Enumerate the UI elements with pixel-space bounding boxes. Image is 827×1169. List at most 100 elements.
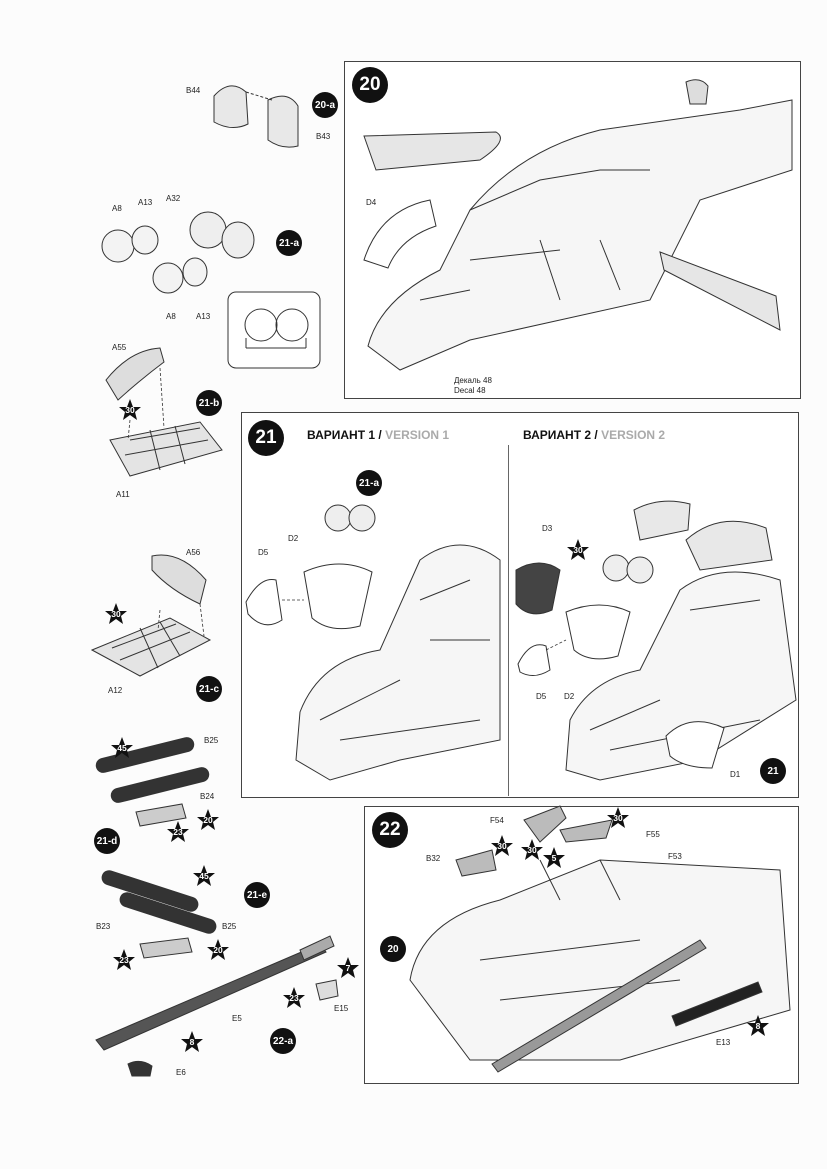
part-b43-shape <box>267 95 299 148</box>
color-callout-20-a: 20 <box>196 808 220 832</box>
label-d3: D3 <box>542 524 553 533</box>
step-21-badge: 21 <box>248 420 284 456</box>
color-callout-30-c: 30 <box>566 538 590 562</box>
part-a8-shape-2 <box>152 262 184 294</box>
step-20-badge: 20 <box>352 67 388 103</box>
label-decal-en: Decal 48 <box>454 386 486 395</box>
part-ring-shape <box>221 221 255 259</box>
subassembly-21-b-badge: 21-b <box>196 390 222 416</box>
color-callout-7: 7 <box>336 956 360 980</box>
part-d1-shape <box>665 721 725 769</box>
part-a12-shape <box>90 617 212 677</box>
label-d5-1: D5 <box>258 548 269 557</box>
label-a13-1: A13 <box>138 198 153 207</box>
part-e15-shape <box>315 979 339 1001</box>
color-callout-30-d: 30 <box>606 806 630 830</box>
part-a11-shape <box>109 421 223 477</box>
label-decal-ru: Декаль 48 <box>454 376 492 385</box>
version-2-title: ВАРИАНТ 2 / VERSION 2 <box>523 428 665 442</box>
version-1-title: ВАРИАНТ 1 / VERSION 1 <box>307 428 449 442</box>
part-d4-shape <box>363 199 437 269</box>
step-21-divider <box>508 445 509 796</box>
subassembly-22-a-badge: 22-a <box>270 1028 296 1054</box>
part-b24-shape <box>110 767 210 803</box>
color-callout-30-a: 30 <box>118 398 142 422</box>
label-a32: A32 <box>166 194 181 203</box>
version-2-en: VERSION 2 <box>601 428 666 442</box>
step-20-wing-part <box>363 131 501 171</box>
label-a8-2: A8 <box>166 312 176 321</box>
label-d1: D1 <box>730 770 741 779</box>
part-b25-shape-1 <box>95 737 195 773</box>
color-callout-45-b: 45 <box>192 864 216 888</box>
subassembly-21-a-badge: 21-a <box>276 230 302 256</box>
part-f55-shape <box>559 819 613 843</box>
color-callout-8-a: 8 <box>180 1030 204 1054</box>
part-e13-shape <box>671 981 763 1027</box>
step-22-badge: 22 <box>372 812 408 848</box>
label-a56: A56 <box>186 548 201 557</box>
label-b23: B23 <box>96 922 111 931</box>
part-d2-shape-2 <box>565 604 631 660</box>
step-20-fuselage <box>367 99 793 371</box>
color-callout-30-e: 30 <box>490 834 514 858</box>
label-d2-2: D2 <box>564 692 575 701</box>
ref-20-badge: 20 <box>380 936 406 962</box>
step-21-v2-fuselage <box>565 571 797 781</box>
color-callout-30-b: 30 <box>104 602 128 626</box>
subassembly-21-e-badge: 21-e <box>244 882 270 908</box>
color-callout-30-f: 30 <box>520 838 544 862</box>
label-b25-1: B25 <box>204 736 219 745</box>
label-d5-2: D5 <box>536 692 547 701</box>
part-e5-shape <box>95 943 327 1051</box>
part-a13-shape-2 <box>182 257 208 287</box>
label-b32: B32 <box>426 854 441 863</box>
part-a56-shape <box>151 554 207 605</box>
color-callout-23-c: 23 <box>282 986 306 1010</box>
part-b23-shape <box>119 892 217 934</box>
label-a11: A11 <box>116 490 130 499</box>
detail-inset-box <box>227 291 321 369</box>
part-a13-shape-1 <box>131 225 159 255</box>
color-callout-45-a: 45 <box>110 736 134 760</box>
label-b24: B24 <box>200 792 215 801</box>
step-21-v1-fuselage <box>295 544 501 781</box>
label-f55: F55 <box>646 830 660 839</box>
part-a55-shape <box>105 347 165 401</box>
label-f54: F54 <box>490 816 504 825</box>
color-callout-5: 5 <box>542 846 566 870</box>
subassembly-20-a-badge: 20-a <box>312 92 338 118</box>
ref-21-a-badge: 21-a <box>356 470 382 496</box>
label-e6: E6 <box>176 1068 186 1077</box>
label-a12: A12 <box>108 686 123 695</box>
part-d5-shape-1 <box>245 578 283 626</box>
part-a8-shape-1 <box>101 229 135 263</box>
label-b43: B43 <box>316 132 331 141</box>
part-d2-shape-1 <box>303 563 373 630</box>
color-callout-23-b: 23 <box>112 948 136 972</box>
part-a32-shape <box>189 211 227 249</box>
version-1-ru: ВАРИАНТ 1 <box>307 428 376 442</box>
label-e13: E13 <box>716 1038 731 1047</box>
part-e6-shape <box>127 1060 153 1077</box>
label-a8-1: A8 <box>112 204 122 213</box>
label-d2-1: D2 <box>288 534 299 543</box>
part-d5-shape-2 <box>517 644 551 676</box>
label-a55: A55 <box>112 343 127 352</box>
part-b25-shape-2 <box>101 870 199 912</box>
color-callout-8-b: 8 <box>746 1014 770 1038</box>
step-22-fuselage <box>409 859 791 1061</box>
step-20-stub-wing <box>659 251 781 331</box>
version-2-ru: ВАРИАНТ 2 <box>523 428 592 442</box>
part-d3-shape <box>515 562 561 615</box>
label-e5: E5 <box>232 1014 242 1023</box>
label-e15: E15 <box>334 1004 349 1013</box>
label-a13-2: A13 <box>196 312 211 321</box>
subassembly-21-d-badge: 21-d <box>94 828 120 854</box>
part-f54-shape <box>523 805 567 843</box>
version-1-en: VERSION 1 <box>385 428 450 442</box>
label-d4: D4 <box>366 198 377 207</box>
ref-21-badge: 21 <box>760 758 786 784</box>
label-b44: B44 <box>186 86 201 95</box>
